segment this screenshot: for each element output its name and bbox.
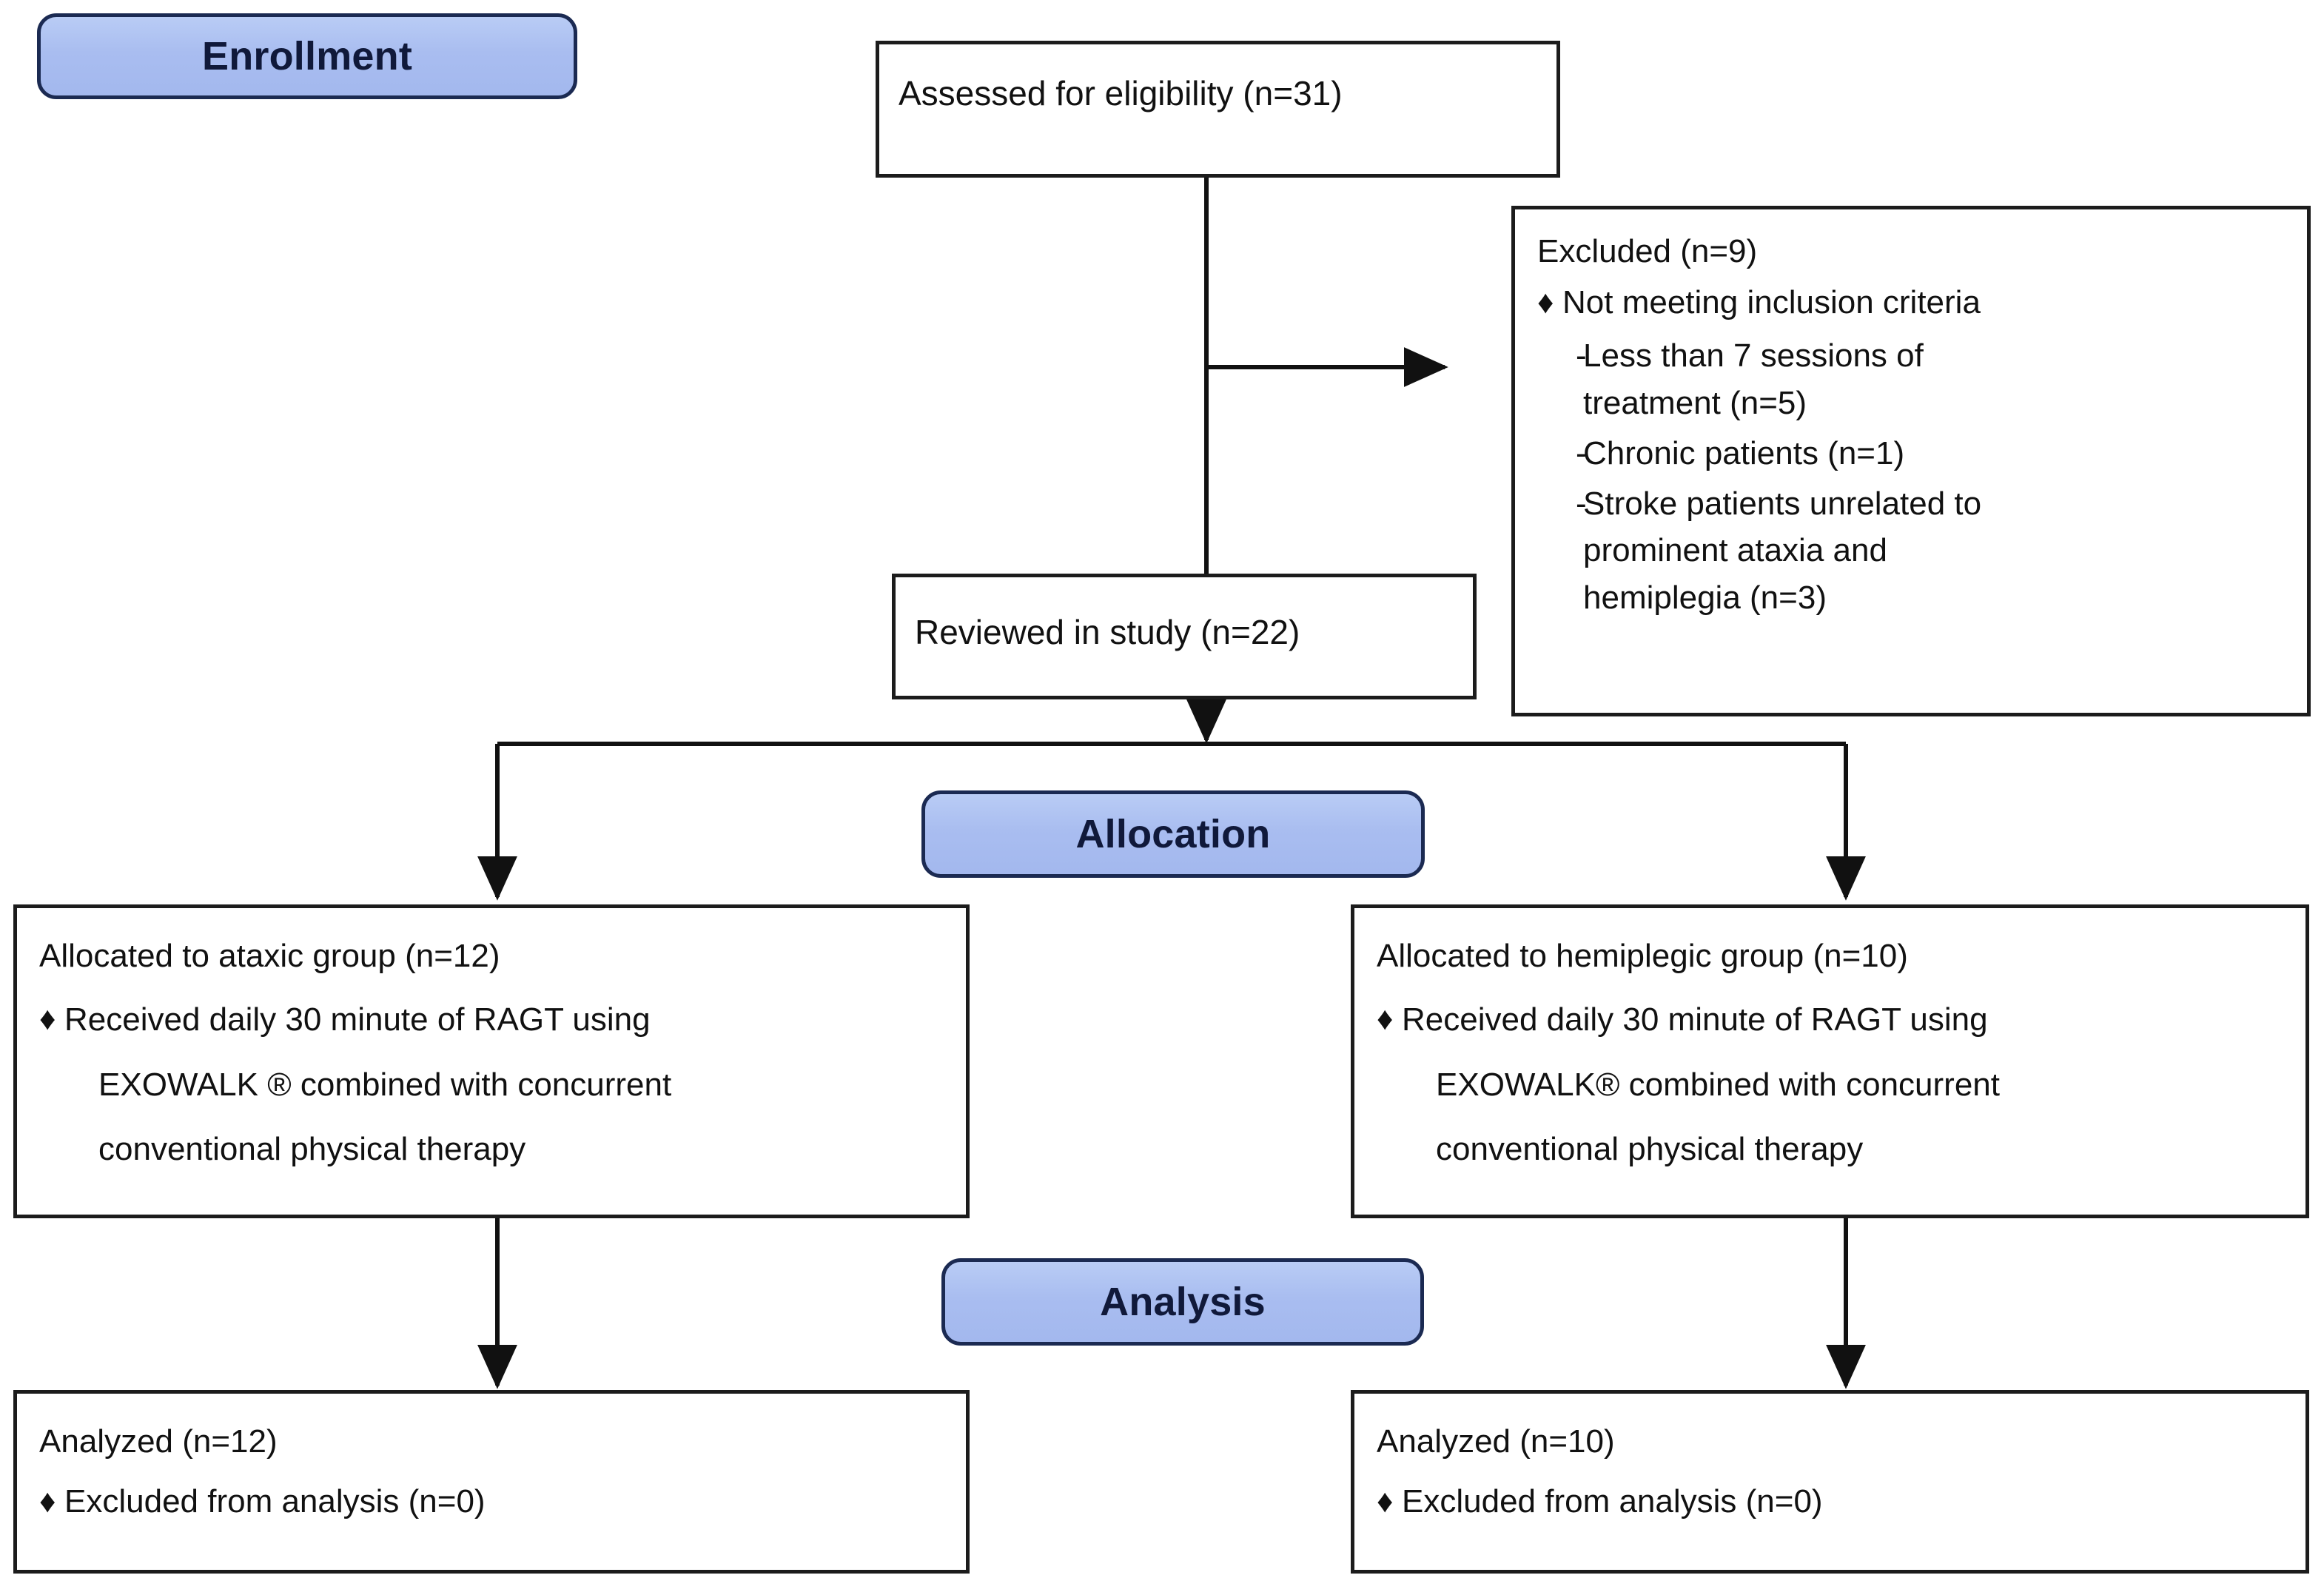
allocated-ataxic-bullet-line: Received daily 30 minute of RAGT using (64, 1001, 651, 1038)
diamond-bullet-icon: ♦ (1377, 1001, 1394, 1038)
analyzed-hemiplegic-heading: Analyzed (n=10) (1377, 1423, 1615, 1460)
box-reviewed-in-study: Reviewed in study (n=22) (892, 574, 1477, 699)
excluded-sub-item-line: Stroke patients unrelated to (1583, 485, 1982, 522)
stage-badge-enrollment-label: Enrollment (201, 34, 413, 78)
diamond-bullet-icon: ♦ (39, 1483, 56, 1520)
excluded-sub-item-line: Less than 7 sessions of (1583, 338, 1924, 375)
allocated-ataxic-heading: Allocated to ataxic group (n=12) (39, 938, 500, 974)
box-allocated-ataxic: Allocated to ataxic group (n=12) ♦ Recei… (13, 904, 970, 1218)
excluded-sub-item-text: Less than 7 sessions of treatment (n=5) (1583, 332, 2285, 427)
excluded-sub-item-line: Chronic patients (n=1) (1583, 434, 1905, 471)
excluded-sub-item: - Stroke patients unrelated to prominent… (1537, 480, 2285, 622)
allocated-hemiplegic-bullet-text: Received daily 30 minute of RAGT using E… (1402, 995, 2000, 1172)
dash-bullet-icon: - (1576, 338, 1587, 375)
allocated-hemiplegic-bullet-line: EXOWALK® combined with concurrent (1436, 1066, 2000, 1103)
allocated-ataxic-bullet: ♦ Received daily 30 minute of RAGT using… (39, 995, 944, 1172)
diamond-bullet-icon: ♦ (39, 1001, 56, 1038)
excluded-bullet-text: Not meeting inclusion criteria (1562, 284, 1981, 321)
stage-badge-analysis-label: Analysis (1100, 1280, 1266, 1324)
excluded-sub-item-text: Stroke patients unrelated to prominent a… (1583, 480, 2285, 622)
dash-bullet-icon: - (1576, 434, 1587, 471)
stage-badge-allocation: Allocation (921, 790, 1425, 878)
diamond-bullet-icon: ♦ (1537, 284, 1554, 321)
dash-bullet-icon: - (1576, 485, 1587, 522)
analyzed-hemiplegic-bullet-text: Excluded from analysis (n=0) (1402, 1483, 1823, 1520)
excluded-sub-item-line: hemiplegia (n=3) (1583, 580, 1827, 617)
allocated-ataxic-bullet-text: Received daily 30 minute of RAGT using E… (64, 995, 671, 1172)
excluded-heading: Excluded (n=9) (1537, 233, 1758, 269)
box-analyzed-ataxic: Analyzed (n=12) ♦ Excluded from analysis… (13, 1390, 970, 1574)
excluded-sub-item: - Chronic patients (n=1) (1537, 430, 2285, 477)
allocated-hemiplegic-heading: Allocated to hemiplegic group (n=10) (1377, 938, 1908, 974)
allocated-ataxic-bullet-line: conventional physical therapy (98, 1130, 526, 1167)
excluded-sub-item-line: prominent ataxia and (1583, 532, 1887, 569)
assessed-label: Assessed for eligibility (n=31) (899, 74, 1343, 113)
analyzed-ataxic-bullet-text: Excluded from analysis (n=0) (64, 1483, 486, 1520)
excluded-bullet-row: ♦ Not meeting inclusion criteria (1537, 279, 2285, 326)
reviewed-label: Reviewed in study (n=22) (915, 613, 1300, 651)
analyzed-hemiplegic-bullet: ♦ Excluded from analysis (n=0) (1377, 1478, 2283, 1525)
box-allocated-hemiplegic: Allocated to hemiplegic group (n=10) ♦ R… (1351, 904, 2309, 1218)
box-assessed-for-eligibility: Assessed for eligibility (n=31) (876, 41, 1560, 178)
allocated-hemiplegic-bullet-line: conventional physical therapy (1436, 1130, 1864, 1167)
stage-badge-enrollment: Enrollment (37, 13, 577, 99)
diamond-bullet-icon: ♦ (1377, 1483, 1394, 1520)
analyzed-ataxic-heading: Analyzed (n=12) (39, 1423, 278, 1460)
stage-badge-allocation-label: Allocation (1075, 812, 1271, 856)
allocated-hemiplegic-bullet-line: Received daily 30 minute of RAGT using (1402, 1001, 1988, 1038)
allocated-hemiplegic-bullet: ♦ Received daily 30 minute of RAGT using… (1377, 995, 2283, 1172)
allocated-ataxic-bullet-line: EXOWALK ® combined with concurrent (98, 1066, 672, 1103)
excluded-sub-item-line: treatment (n=5) (1583, 385, 1807, 422)
excluded-sub-item: - Less than 7 sessions of treatment (n=5… (1537, 332, 2285, 427)
stage-badge-analysis: Analysis (941, 1258, 1424, 1346)
excluded-sub-item-text: Chronic patients (n=1) (1583, 430, 2285, 477)
box-excluded: Excluded (n=9) ♦ Not meeting inclusion c… (1511, 206, 2311, 716)
analyzed-ataxic-bullet: ♦ Excluded from analysis (n=0) (39, 1478, 944, 1525)
box-analyzed-hemiplegic: Analyzed (n=10) ♦ Excluded from analysis… (1351, 1390, 2309, 1574)
